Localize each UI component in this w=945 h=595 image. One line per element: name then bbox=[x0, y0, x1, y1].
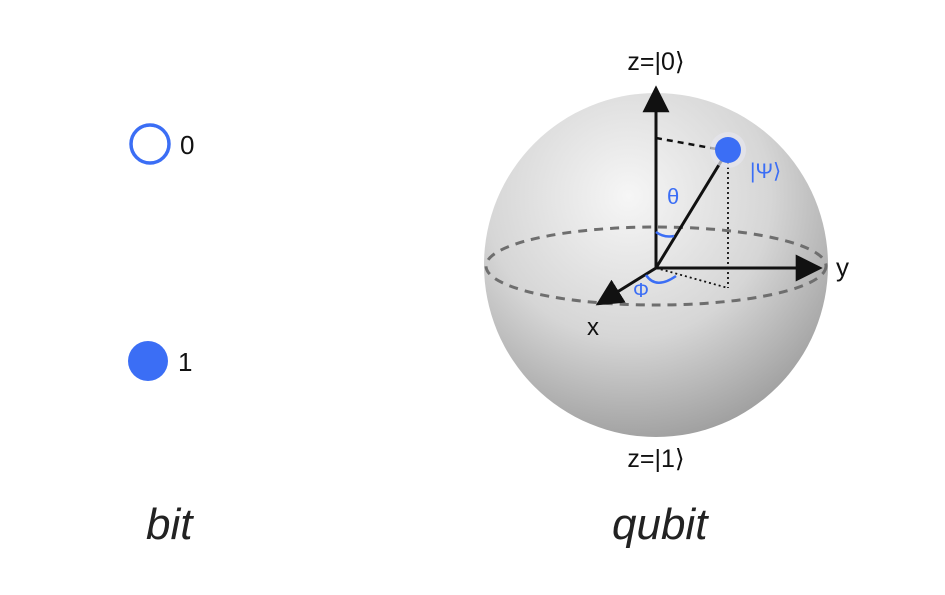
z-top-label: z=|0⟩ bbox=[627, 48, 684, 76]
x-axis-arrow bbox=[595, 266, 657, 306]
bit-state-0-label: 0 bbox=[180, 130, 194, 160]
bit-state-0-circle bbox=[129, 123, 171, 165]
y-axis-label: y bbox=[836, 252, 849, 282]
equator-ellipse bbox=[484, 225, 828, 307]
phi-label: Φ bbox=[633, 280, 649, 302]
theta-label: θ bbox=[667, 184, 679, 209]
psi-label: |Ψ⟩ bbox=[750, 160, 781, 183]
qubit-caption: qubit bbox=[612, 500, 708, 549]
z-bottom-label: z=|1⟩ bbox=[627, 445, 684, 473]
state-vector bbox=[654, 149, 730, 269]
state-point bbox=[715, 137, 741, 163]
theta-arc bbox=[655, 230, 675, 238]
bit-state-1-label: 1 bbox=[178, 347, 192, 377]
bit-state-1-circle bbox=[128, 341, 168, 381]
phi-arc bbox=[644, 274, 677, 284]
x-axis-label: x bbox=[587, 314, 599, 341]
bit-caption: bit bbox=[146, 500, 193, 549]
